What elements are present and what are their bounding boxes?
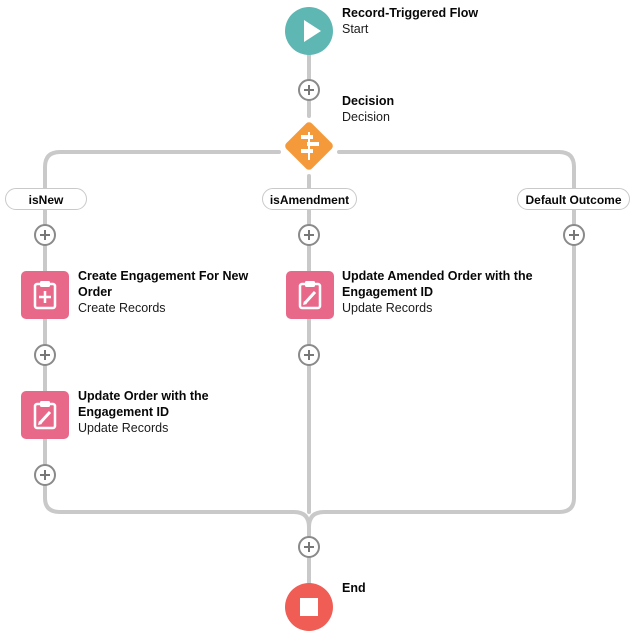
element-title: Create Engagement For New Order	[78, 269, 249, 299]
element-title: Update Order with the Engagement ID	[78, 389, 209, 419]
add-element-button[interactable]	[34, 344, 56, 366]
create-engagement-label: Create Engagement For New Order Create R…	[78, 268, 268, 316]
start-label: Record-Triggered Flow Start	[342, 5, 478, 37]
add-element-button[interactable]	[298, 79, 320, 101]
element-title: Update Amended Order with the Engagement…	[342, 269, 533, 299]
decision-title: Decision	[342, 94, 395, 108]
add-element-button[interactable]	[34, 224, 56, 246]
element-subtitle: Create Records	[78, 301, 166, 315]
add-element-button[interactable]	[563, 224, 585, 246]
update-amended-order-label: Update Amended Order with the Engagement…	[342, 268, 542, 316]
play-icon	[304, 20, 321, 42]
add-element-button[interactable]	[34, 464, 56, 486]
update-records-icon	[33, 401, 57, 430]
end-title: End	[342, 581, 366, 595]
update-records-node[interactable]	[286, 271, 334, 319]
decision-node[interactable]	[279, 116, 339, 176]
add-element-button[interactable]	[298, 344, 320, 366]
update-records-icon	[298, 281, 322, 310]
start-title: Record-Triggered Flow	[342, 6, 479, 20]
start-node[interactable]	[285, 7, 333, 55]
outcome-pill-default[interactable]: Default Outcome	[517, 188, 630, 210]
outcome-pill-isnew[interactable]: isNew	[5, 188, 87, 210]
start-subtitle: Start	[342, 22, 369, 36]
outcome-pill-isamendment[interactable]: isAmendment	[262, 188, 357, 210]
decision-label: Decision Decision	[342, 93, 394, 125]
end-label: End	[342, 580, 366, 596]
update-records-node[interactable]	[21, 391, 69, 439]
element-subtitle: Update Records	[78, 421, 169, 435]
stop-icon	[300, 598, 318, 616]
update-order-label: Update Order with the Engagement ID Upda…	[78, 388, 253, 436]
decision-subtitle: Decision	[342, 110, 390, 124]
element-subtitle: Update Records	[342, 301, 433, 315]
add-element-button[interactable]	[298, 536, 320, 558]
create-records-icon	[33, 281, 57, 310]
end-node[interactable]	[285, 583, 333, 631]
decision-icon	[285, 122, 333, 170]
add-element-button[interactable]	[298, 224, 320, 246]
create-records-node[interactable]	[21, 271, 69, 319]
